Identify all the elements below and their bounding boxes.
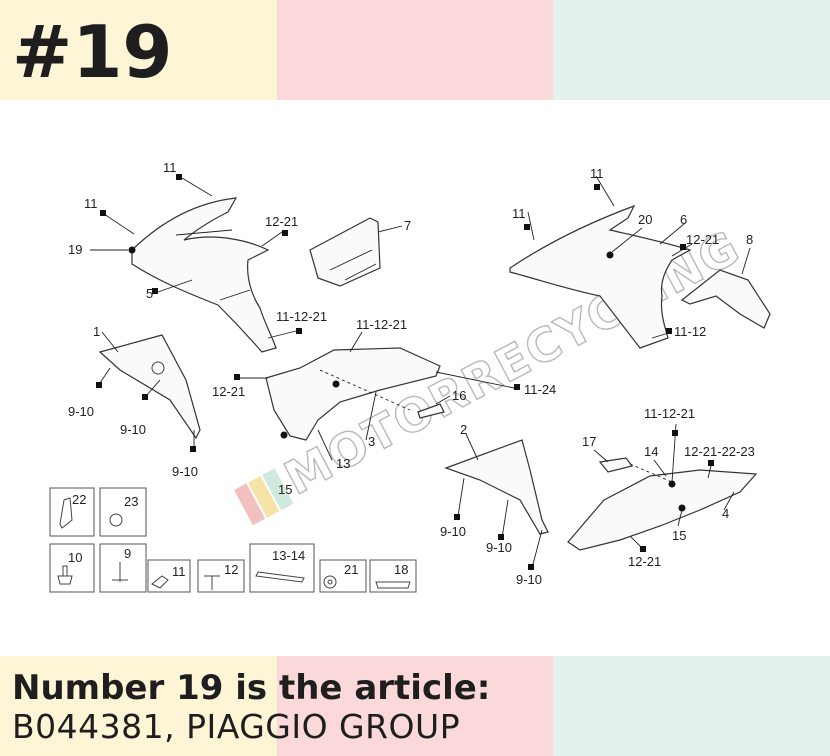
callout-11-c: 11 <box>590 166 604 181</box>
band-yellow <box>0 656 277 756</box>
callout-11-b: 11 <box>84 196 98 211</box>
hardware-box-18 <box>369 559 417 593</box>
svg-text:23: 23 <box>124 494 138 509</box>
callout-16: 16 <box>452 388 466 403</box>
callout-11-12: 11-12 <box>674 324 706 339</box>
callout-1: 1 <box>93 324 100 339</box>
right-lower-fairing <box>567 469 758 551</box>
hardware-box-22 <box>49 487 95 537</box>
callout-12-21-b: 12-21 <box>212 384 245 399</box>
svg-text:11: 11 <box>172 564 186 579</box>
right-bracket-8 <box>680 269 771 329</box>
bracket-16 <box>417 403 445 419</box>
callout-11-12-21-c: 11-12-21 <box>644 406 695 421</box>
callout-12-21-d: 12-21 <box>628 554 661 569</box>
marker-dot <box>332 380 340 388</box>
band-mint <box>553 0 830 100</box>
callout-11-24: 11-24 <box>524 382 556 397</box>
callout-5: 5 <box>146 286 153 301</box>
marker-dot <box>668 480 676 488</box>
caption-heading: Number 19 is the article: <box>12 668 491 708</box>
duct-ribs <box>329 249 377 281</box>
callout-9-10-d: 9-10 <box>440 524 466 539</box>
marker-dot <box>606 251 614 259</box>
svg-text:22: 22 <box>72 492 86 507</box>
callout-9-10-e: 9-10 <box>486 540 512 555</box>
band-pink <box>276 0 554 100</box>
callout-11-12-21-a: 11-12-21 <box>276 309 327 324</box>
callout-3: 3 <box>368 434 375 449</box>
band-pink <box>276 656 554 756</box>
svg-text:9: 9 <box>124 546 131 561</box>
marker-dot <box>128 246 136 254</box>
left-lower-fairing <box>265 347 441 441</box>
callout-4: 4 <box>722 506 729 521</box>
fairing-crease <box>175 229 251 301</box>
svg-text:10: 10 <box>68 550 82 565</box>
callout-19: 19 <box>68 242 82 257</box>
callout-11-d: 11 <box>512 206 526 221</box>
band-mint <box>553 656 830 756</box>
callout-9-10-a: 9-10 <box>68 404 94 419</box>
hardware-box-11 <box>147 559 191 593</box>
callout-9-10-f: 9-10 <box>516 572 542 587</box>
hardware-legend: 22 23 10 9 11 12 13-14 21 18 <box>49 487 417 593</box>
callout-8: 8 <box>746 232 753 247</box>
svg-text:21: 21 <box>344 562 358 577</box>
band-yellow <box>0 0 277 100</box>
watermark-stripe-green <box>262 468 294 511</box>
hardware-box-10 <box>49 543 95 593</box>
svg-text:18: 18 <box>394 562 408 577</box>
air-duct <box>309 217 381 287</box>
marker-dot <box>678 504 686 512</box>
exploded-parts-diagram: MOTORRECYCLING <box>49 160 771 593</box>
callout-17: 17 <box>582 434 596 449</box>
callout-12-21-c: 12-21 <box>686 232 719 247</box>
left-inner-panel <box>98 334 201 440</box>
right-inner-panel <box>444 439 549 535</box>
callout-2: 2 <box>460 422 467 437</box>
left-upper-fairing <box>131 197 277 353</box>
callout-7: 7 <box>404 218 411 233</box>
callout-11-12-21-b: 11-12-21 <box>356 317 407 332</box>
callout-20: 20 <box>638 212 652 227</box>
callout-11-a: 11 <box>163 160 177 175</box>
callout-labels: 11 11 19 12-21 5 7 11-12-21 1 9-10 9-10 … <box>68 160 755 587</box>
bracket-17 <box>598 457 634 473</box>
callout-12-21-22-23: 12-21-22-23 <box>684 444 755 459</box>
hardware-box-13-14 <box>249 543 315 593</box>
caption-article: B044381, PIAGGIO GROUP <box>12 707 461 746</box>
hardware-box-9 <box>99 543 147 593</box>
watermark-stripe-red <box>234 483 266 526</box>
bottom-color-band <box>0 656 830 756</box>
callout-9-10-c: 9-10 <box>172 464 198 479</box>
callout-14: 14 <box>644 444 658 459</box>
callout-6: 6 <box>680 212 687 227</box>
svg-text:12: 12 <box>224 562 238 577</box>
callout-13: 13 <box>336 456 350 471</box>
marker-dot <box>280 431 288 439</box>
callout-12-21-a: 12-21 <box>265 214 298 229</box>
svg-text:13-14: 13-14 <box>272 548 305 563</box>
right-upper-fairing <box>509 204 692 349</box>
callout-15-b: 15 <box>672 528 686 543</box>
part-number-title: #19 <box>12 10 173 94</box>
top-color-band <box>0 0 830 100</box>
callout-15-a: 15 <box>278 482 292 497</box>
callout-9-10-b: 9-10 <box>120 422 146 437</box>
watermark-stripe-yellow <box>248 475 280 518</box>
hardware-box-23 <box>99 487 147 537</box>
square-markers <box>96 174 714 570</box>
panel-hole <box>151 361 165 375</box>
